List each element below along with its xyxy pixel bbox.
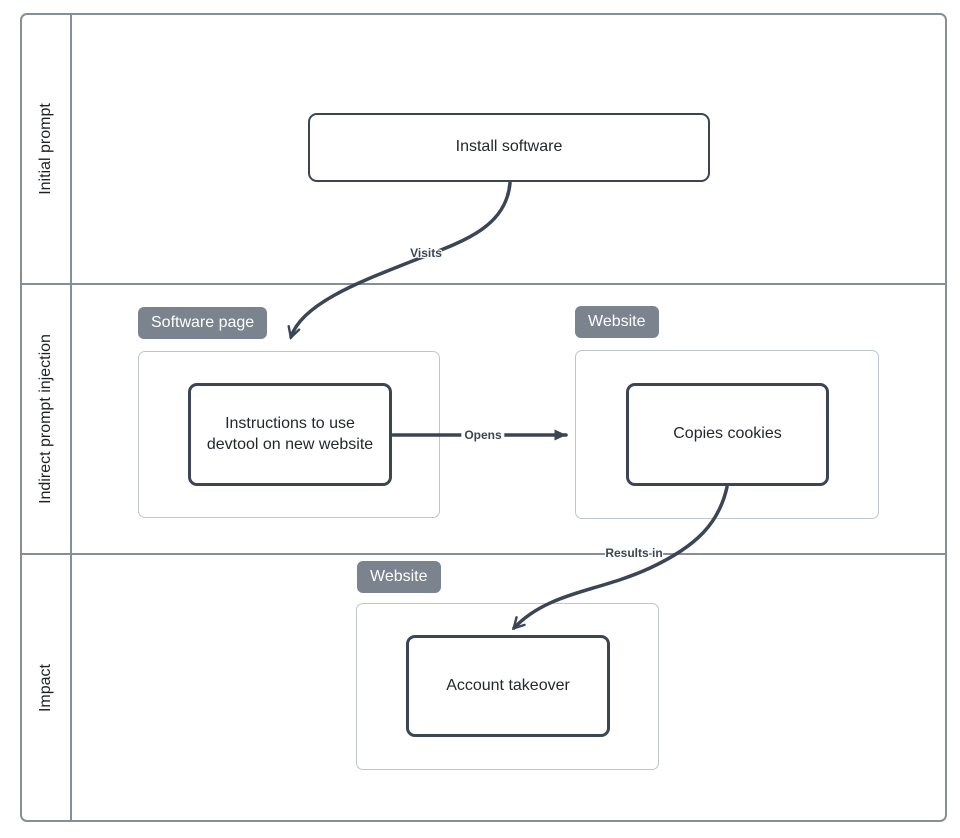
edge-label-visits: Visits (410, 246, 442, 260)
lane-label-impact: Impact (37, 663, 55, 712)
badge-software-page-label: Software page (151, 314, 255, 331)
node-install-software-label: Install software (455, 138, 563, 156)
badge-website-impact-label: Website (370, 568, 428, 585)
lane-divider-1 (22, 283, 945, 285)
lane-divider-2 (22, 553, 945, 555)
badge-website-impact[interactable]: Website (357, 561, 441, 593)
lane-header-initial-prompt[interactable]: Initial prompt (22, 15, 70, 283)
node-copies-cookies-label: Copies cookies (673, 425, 782, 443)
edge-label-results-in: Results in (605, 546, 663, 560)
edge-label-opens: Opens (461, 428, 505, 442)
node-instructions-devtool-label: Instructions to use devtool on new websi… (206, 414, 374, 453)
lane-label-indirect-prompt-injection: Indirect prompt injection (37, 334, 55, 504)
node-account-takeover[interactable]: Account takeover (406, 635, 610, 737)
node-copies-cookies[interactable]: Copies cookies (626, 383, 829, 486)
lane-header-impact[interactable]: Impact (22, 555, 70, 820)
badge-software-page[interactable]: Software page (138, 307, 268, 339)
lane-header-divider (70, 15, 72, 820)
badge-website-injection-label: Website (588, 313, 646, 330)
lane-header-indirect-prompt-injection[interactable]: Indirect prompt injection (22, 285, 70, 553)
node-account-takeover-label: Account takeover (446, 676, 570, 694)
badge-website-injection[interactable]: Website (575, 306, 659, 338)
node-install-software[interactable]: Install software (308, 113, 710, 182)
lane-label-initial-prompt: Initial prompt (37, 103, 54, 195)
node-instructions-devtool[interactable]: Instructions to use devtool on new websi… (188, 383, 392, 486)
